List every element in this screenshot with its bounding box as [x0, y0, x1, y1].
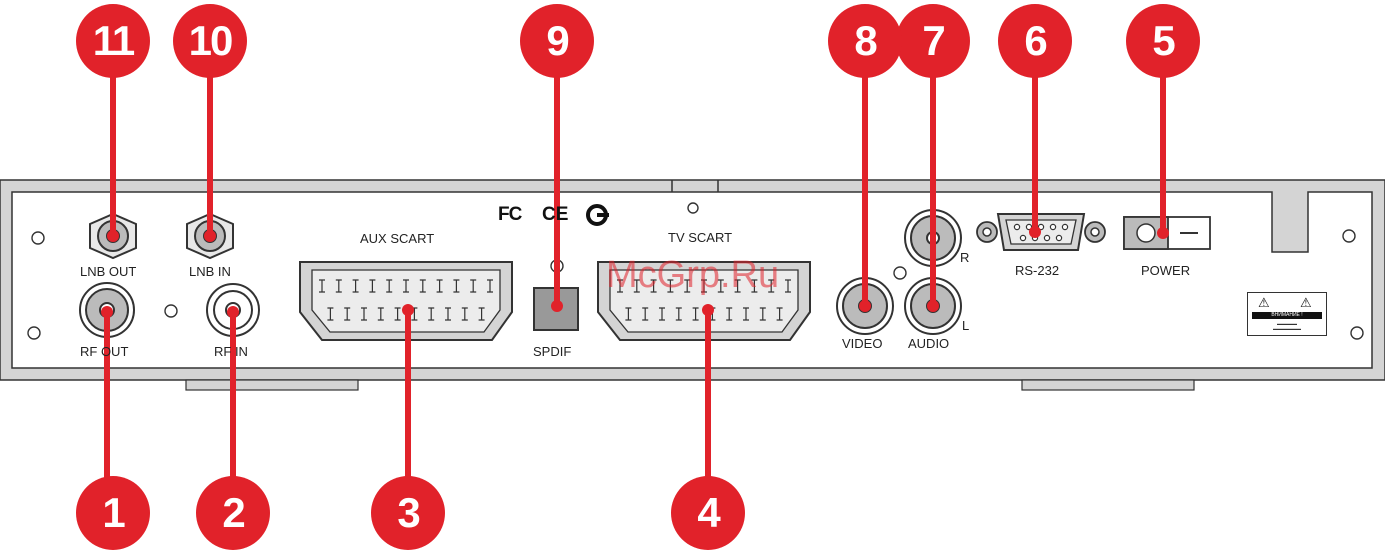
spdif-label: SPDIF: [533, 344, 571, 359]
foot-left: [186, 380, 358, 390]
callout-1: 1: [76, 476, 150, 550]
rf-in-label: RF IN: [214, 344, 248, 359]
callout-2: 2: [196, 476, 270, 550]
callout-8: 8: [828, 4, 902, 78]
power-label: POWER: [1141, 263, 1190, 278]
warning-label: ⚠ ⚠ ВНИМАНИЕ ! ▬▬▬▬▬▬▬▬▬▬▬▬: [1247, 292, 1327, 336]
watermark: McGrp.Ru: [606, 254, 779, 297]
callout-5: 5: [1126, 4, 1200, 78]
rf-out-label: RF OUT: [80, 344, 128, 359]
audio-r-label: R: [960, 250, 969, 265]
caution-warning-icon: ⚠: [1300, 296, 1312, 309]
lnb-out-label: LNB OUT: [80, 264, 136, 279]
callout-3: 3: [371, 476, 445, 550]
ce-mark: CE: [542, 204, 568, 226]
fc-mark: FC: [498, 204, 521, 226]
callout-7: 7: [896, 4, 970, 78]
aux-scart-label: AUX SCART: [360, 231, 434, 246]
warning-label-fine-print-icon: ▬▬▬▬▬▬▬▬▬▬▬▬: [1252, 321, 1322, 331]
audio-label: AUDIO: [908, 336, 949, 351]
callout-4: 4: [671, 476, 745, 550]
warning-label-title: ВНИМАНИЕ !: [1252, 312, 1322, 319]
callout-11: 11: [76, 4, 150, 78]
high-voltage-warning-icon: ⚠: [1258, 296, 1270, 309]
gost-mark-icon: [586, 204, 612, 226]
foot-right: [1022, 380, 1194, 390]
video-label: VIDEO: [842, 336, 882, 351]
callout-10: 10: [173, 4, 247, 78]
tv-scart-label: TV SCART: [668, 230, 732, 245]
rs232-label: RS-232: [1015, 263, 1059, 278]
lnb-in-label: LNB IN: [189, 264, 231, 279]
audio-l-label: L: [962, 318, 969, 333]
callout-9: 9: [520, 4, 594, 78]
callout-6: 6: [998, 4, 1072, 78]
